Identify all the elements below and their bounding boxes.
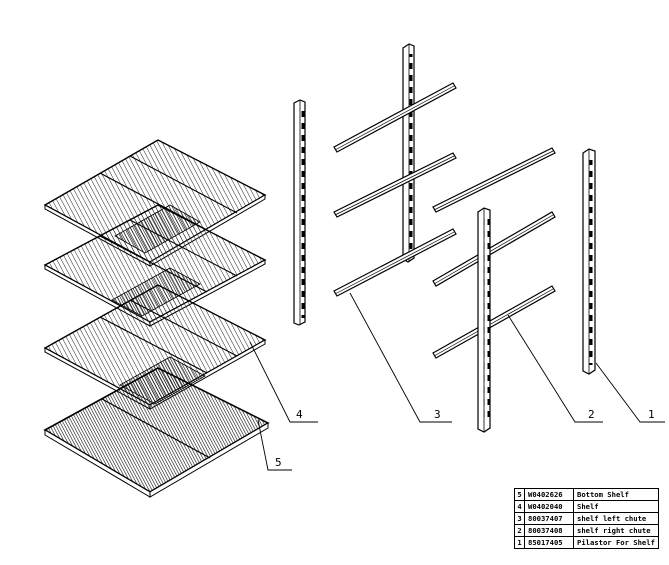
part-number: 5 [514, 488, 525, 501]
table-row: 3 80037407 shelf left chute [514, 512, 659, 525]
right-chute-assembly [432, 147, 556, 433]
leader-lines [249, 292, 665, 471]
callout-3: 3 [434, 408, 441, 421]
parts-list-table: 5 W0402626 Bottom Shelf 4 W0402040 Shelf… [514, 488, 659, 549]
part-description: Bottom Shelf [573, 488, 659, 501]
part-code: W0402040 [524, 500, 574, 513]
part-number: 1 [514, 536, 525, 549]
left-chute-assembly [333, 43, 457, 297]
callout-2: 2 [588, 408, 595, 421]
part-description: Pilastor For Shelf [573, 536, 659, 549]
bottom-shelf [43, 367, 270, 498]
part-code: 80037407 [524, 512, 574, 525]
part-number: 2 [514, 524, 525, 537]
pilaster-right [582, 148, 596, 375]
table-row: 4 W0402040 Shelf [514, 500, 659, 513]
pilaster-left [293, 99, 306, 326]
part-number: 3 [514, 512, 525, 525]
callout-1: 1 [648, 408, 655, 421]
part-code: 80037408 [524, 524, 574, 537]
part-number: 4 [514, 500, 525, 513]
callout-5: 5 [275, 456, 282, 469]
part-description: shelf right chute [573, 524, 659, 537]
table-row: 5 W0402626 Bottom Shelf [514, 488, 659, 501]
part-description: Shelf [573, 500, 659, 513]
callout-4: 4 [296, 408, 303, 421]
part-code: 85017405 [524, 536, 574, 549]
table-row: 2 80037408 shelf right chute [514, 524, 659, 537]
part-description: shelf left chute [573, 512, 659, 525]
table-row: 1 85017405 Pilastor For Shelf [514, 536, 659, 549]
part-code: W0402626 [524, 488, 574, 501]
